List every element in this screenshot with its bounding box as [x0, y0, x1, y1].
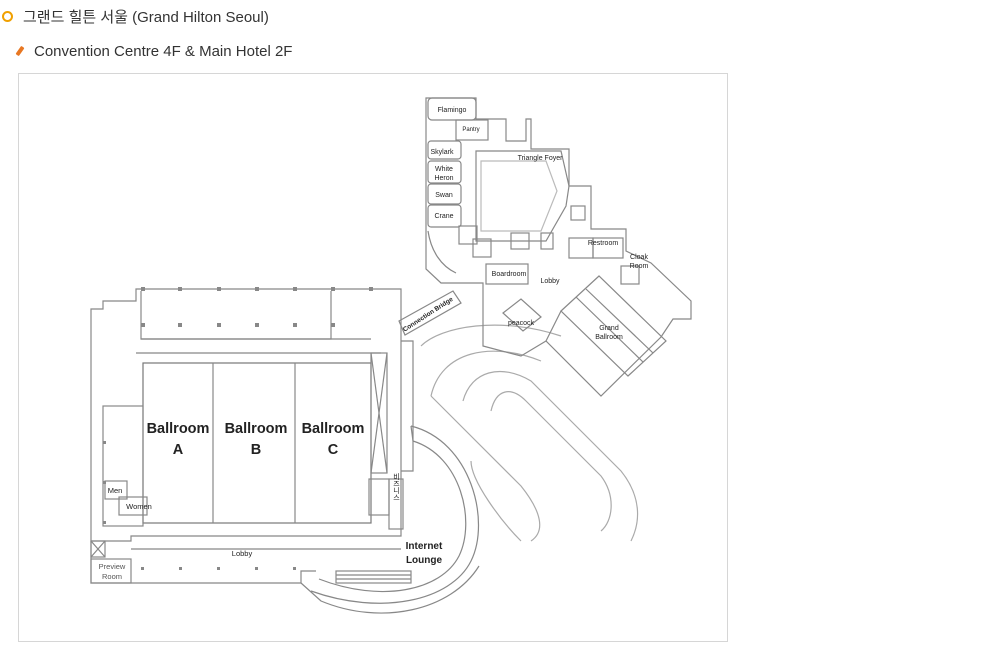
pencil-bullet-icon [15, 45, 25, 57]
room-label-preview-line1: Preview [99, 562, 126, 571]
room-label-men: Men [108, 486, 123, 495]
room-label-grand-ballroom-line1: Grand [599, 325, 619, 332]
room-label-ballroom-c-line2: C [328, 442, 339, 458]
room-label-white-heron-line1: White [435, 166, 453, 173]
room-label-restroom: Restroom [588, 240, 619, 247]
circle-bullet-icon [2, 10, 13, 22]
room-label-ballroom-a-line1: Ballroom [147, 421, 210, 437]
room-label-flamingo: Flamingo [438, 107, 467, 114]
room-label-ballroom-b-line1: Ballroom [225, 421, 288, 437]
room-label-swan: Swan [435, 192, 453, 199]
room-label-preview-line2: Room [102, 572, 122, 581]
room-label-ballroom-b-line2: B [251, 442, 261, 458]
room-label-pantry: Pantry [462, 127, 479, 133]
room-label-ballroom-c-line1: Ballroom [302, 421, 365, 437]
room-label-cloak-line2: Room [630, 263, 649, 270]
room-label-internet-lounge-line2: Lounge [406, 555, 443, 566]
room-label-convention-lobby: Lobby [232, 549, 253, 558]
floor-plan-map: Flamingo Pantry Skylark White Heron Swan… [18, 73, 728, 642]
room-label-skylark: Skylark [431, 149, 454, 156]
room-label-internet-lounge-line1: Internet [406, 541, 443, 552]
floor-subtitle: Convention Centre 4F & Main Hotel 2F [34, 42, 293, 60]
room-label-hotel-lobby: Lobby [540, 278, 560, 285]
section-heading: 그랜드 힐튼 서울 (Grand Hilton Seoul) [2, 5, 269, 27]
room-label-crane: Crane [434, 213, 453, 220]
floor-plan-svg: Flamingo Pantry Skylark White Heron Swan… [90, 97, 692, 614]
room-label-peacock: peacock [508, 320, 535, 327]
room-label-white-heron-line2: Heron [434, 175, 453, 182]
room-label-ballroom-a-line2: A [173, 442, 184, 458]
page-title: 그랜드 힐튼 서울 (Grand Hilton Seoul) [23, 8, 269, 26]
room-label-grand-ballroom-line2: Ballroom [595, 334, 623, 341]
subsection-heading: Convention Centre 4F & Main Hotel 2F [15, 40, 293, 62]
room-label-women: Women [126, 502, 152, 511]
room-label-boardroom: Boardroom [492, 271, 527, 278]
vertical-sign-label: 비즈니스 [393, 472, 400, 501]
room-label-cloak-line1: Cloak [630, 254, 648, 261]
room-label-triangle-foyer: Triangle Foyer [518, 155, 564, 162]
